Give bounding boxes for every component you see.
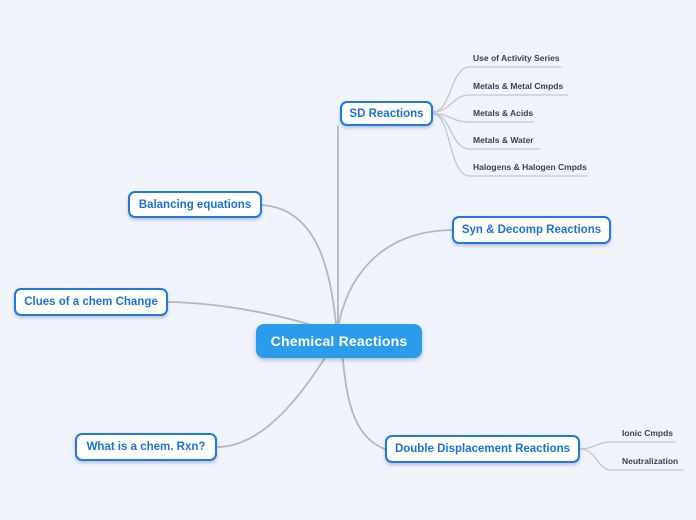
node-double-displacement-reactions[interactable]: Double Displacement Reactions [385,435,580,463]
node-clues-of-a-chem-change[interactable]: Clues of a chem Change [14,288,168,316]
node-what-is-a-chem-rxn[interactable]: What is a chem. Rxn? [75,433,217,461]
connector-sd-child-2 [432,112,535,123]
node-sd-reactions[interactable]: SD Reactions [340,101,433,126]
connector-root-balancing [261,204,338,335]
leaf-neutralization[interactable]: Neutralization [622,456,679,466]
leaf-halogens-and-halogen-cmpds[interactable]: Halogens & Halogen Cmpds [473,162,587,172]
leaf-use-of-activity-series[interactable]: Use of Activity Series [473,53,560,63]
connector-root-syn-decomp [336,229,453,335]
leaf-metals-and-water[interactable]: Metals & Water [473,135,534,145]
leaf-metals-and-metal-cmpds[interactable]: Metals & Metal Cmpds [473,81,564,91]
connector-sd-child-0 [432,66,562,113]
leaf-metals-and-acids[interactable]: Metals & Acids [473,108,534,118]
node-chemical-reactions[interactable]: Chemical Reactions [256,324,422,358]
connector-root-what-is [216,349,331,448]
connector-sd-child-1 [432,94,569,113]
leaf-ionic-cmpds[interactable]: Ionic Cmpds [622,428,674,438]
connector-root-double-displacement [341,349,386,450]
node-balancing-equations[interactable]: Balancing equations [128,191,262,218]
node-syn-decomp-reactions[interactable]: Syn & Decomp Reactions [452,216,611,244]
connector-sd-child-4 [432,113,588,177]
connector-double-child-0 [579,441,676,450]
connector-double-child-1 [579,448,684,471]
connector-sd-child-3 [432,113,540,150]
